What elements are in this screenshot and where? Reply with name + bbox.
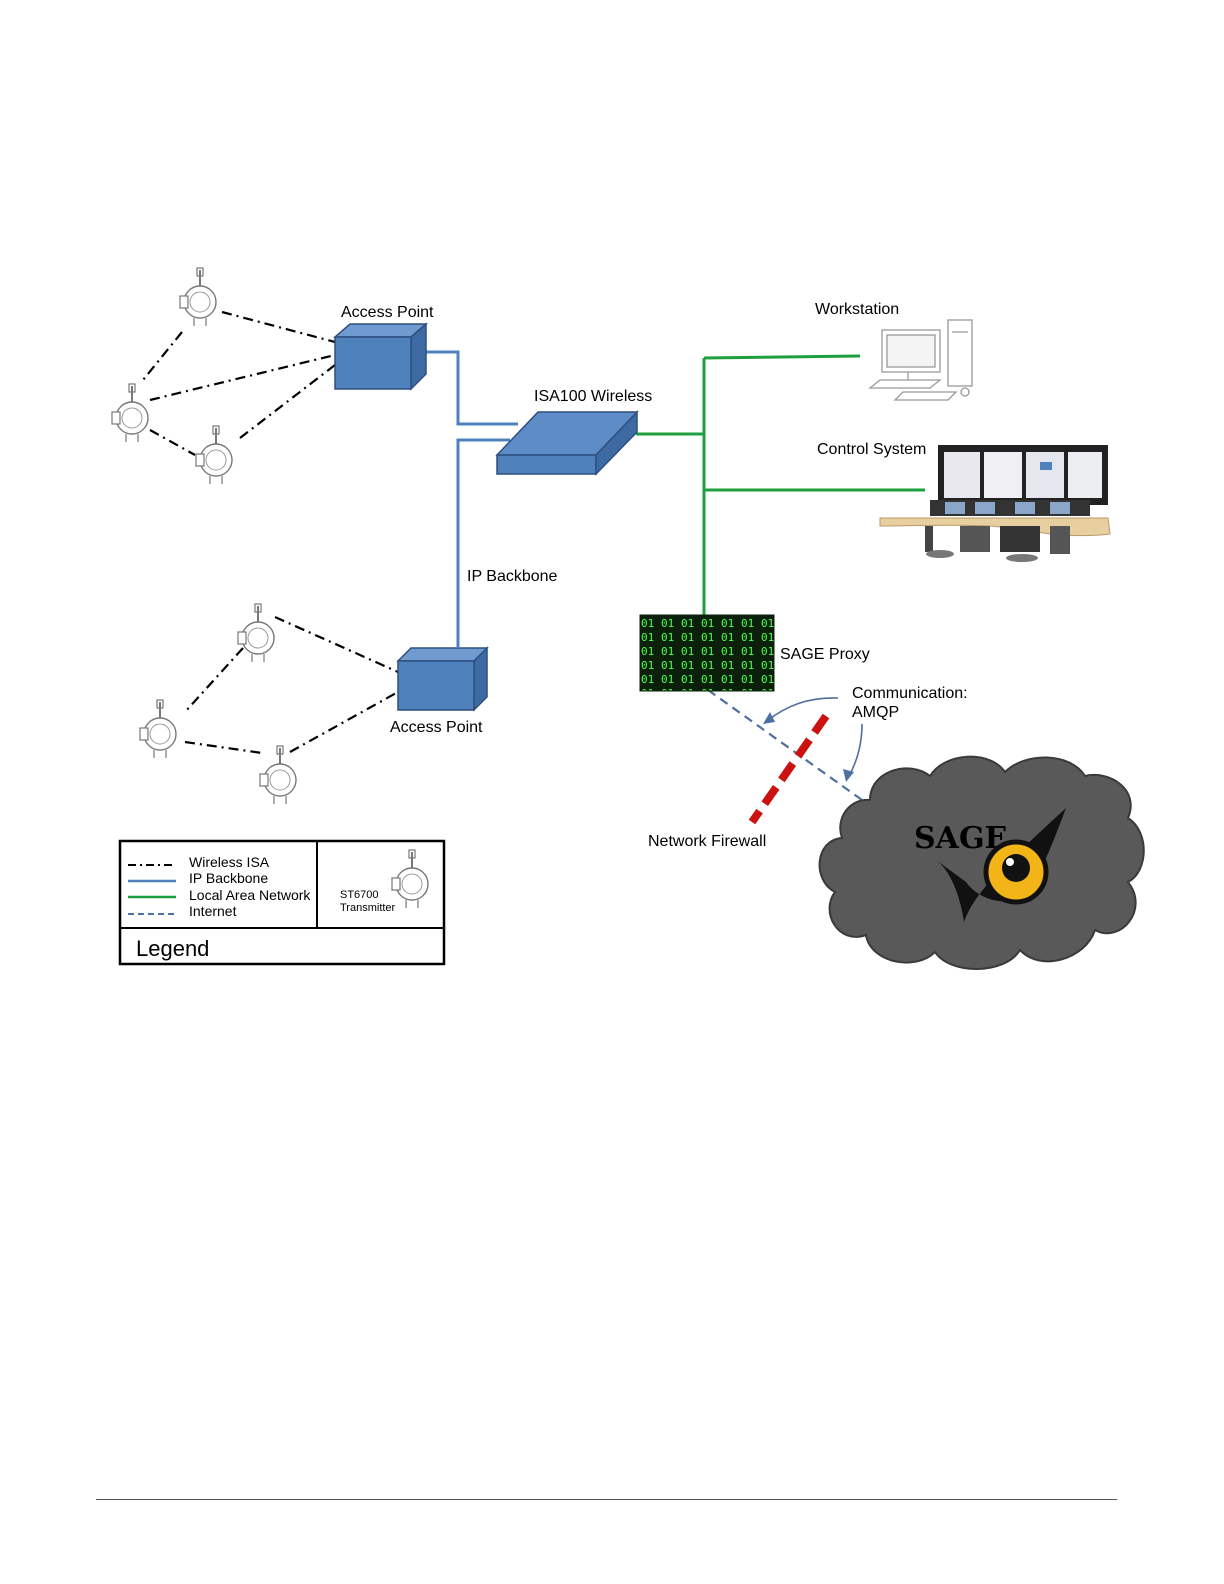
legend-item-wireless: Wireless ISA [189,854,270,870]
ip-backbone-links [426,352,518,647]
legend-item-ip-backbone: IP Backbone [189,870,268,886]
sage-proxy-panel [640,615,774,691]
ip-backbone-label: IP Backbone [467,568,558,585]
isa100-wireless-label: ISA100 Wireless [534,388,652,405]
transmitter-5 [140,700,176,758]
legend-item-internet: Internet [189,903,237,919]
isa100-gateway [497,412,637,474]
communication-arrows [767,698,862,778]
legend-title: Legend [136,936,209,961]
access-point-bottom [398,648,487,710]
arrow-head-left [763,712,775,724]
legend-device-type: Transmitter [340,902,396,914]
network-firewall-label: Network Firewall [648,833,766,850]
page-footer-rule [96,1499,1117,1500]
control-system-label: Control System [817,441,926,458]
legend-item-lan: Local Area Network [189,887,311,903]
transmitter-3 [196,426,232,484]
control-system-icon [880,445,1110,562]
communication-label: Communication: [852,685,968,702]
transmitters-top [112,268,232,484]
workstation-icon [870,320,972,400]
access-point-top [335,324,426,389]
transmitter-2 [112,384,148,442]
transmitter-1 [180,268,216,326]
transmitter-6 [260,746,296,804]
access-point-bottom-label: Access Point [390,719,483,736]
sage-proxy-label: SAGE Proxy [780,646,870,663]
sage-cloud: SAGE [820,757,1144,969]
transmitter-4 [238,604,274,662]
workstation-label: Workstation [815,301,899,318]
network-firewall-line [752,716,826,822]
wireless-links-top [143,312,335,455]
communication-protocol-label: AMQP [852,704,899,721]
wireless-links-bottom [185,617,398,753]
transmitters-bottom [140,604,296,804]
legend: Wireless ISA IP Backbone Local Area Netw… [120,841,444,964]
access-point-top-label: Access Point [341,304,434,321]
legend-device-name: ST6700 [340,889,379,901]
internet-link [708,690,862,800]
lan-links [636,356,925,615]
